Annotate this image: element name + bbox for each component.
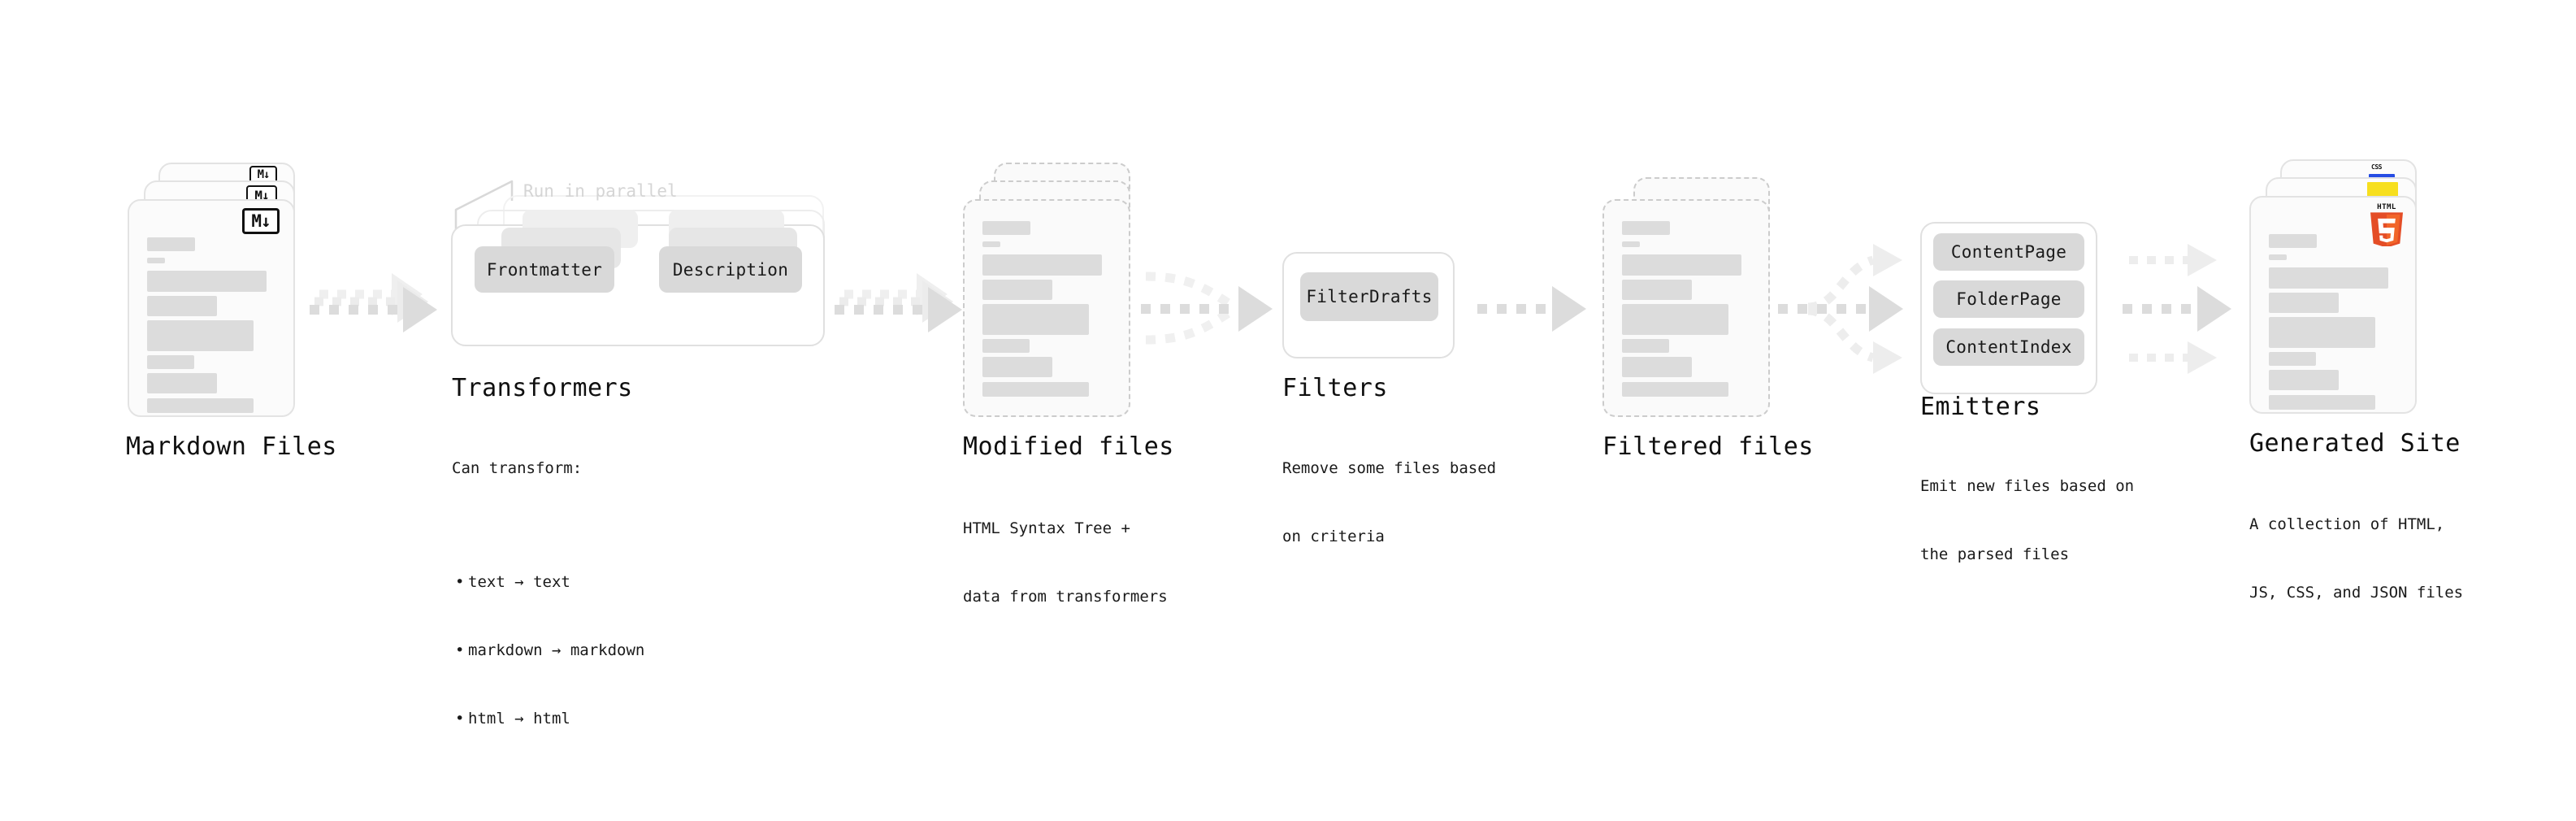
skeleton-line: [2269, 317, 2375, 348]
transformer-node-frontmatter[interactable]: Frontmatter: [475, 246, 614, 293]
run-in-parallel-annotation: Run in parallel: [523, 181, 678, 201]
skeleton-line: [1622, 241, 1640, 247]
skeleton-line: [147, 398, 254, 413]
skeleton-line: [982, 221, 1030, 235]
skeleton-line: [147, 373, 217, 393]
transformers-capability-item: html → html: [455, 707, 644, 730]
transformers-title: Transformers: [452, 374, 633, 402]
modified-files-subtitle-line: data from transformers: [963, 588, 1168, 606]
css-badge-label: CSS: [2371, 163, 2382, 171]
markdown-badge-back-2: M↓: [249, 166, 277, 184]
skeleton-line: [147, 296, 217, 316]
skeleton-line: [982, 304, 1089, 335]
emitters-subtitle-line: the parsed files: [1920, 545, 2070, 563]
skeleton-line: [1622, 280, 1692, 300]
transformers-capability-item: markdown → markdown: [455, 639, 644, 662]
skeleton-line: [1622, 304, 1728, 335]
skeleton-line: [2269, 352, 2316, 366]
skeleton-line: [147, 355, 194, 369]
emitters-title: Emitters: [1920, 393, 2041, 421]
markdown-files-title: Markdown Files: [126, 432, 337, 461]
generated-site-title: Generated Site: [2249, 429, 2461, 458]
skeleton-line: [982, 382, 1089, 397]
skeleton-line: [147, 271, 267, 292]
transformers-subtitle: Can transform: text → text markdown → ma…: [452, 411, 644, 821]
filtered-files-title: Filtered files: [1602, 432, 1814, 461]
skeleton-line: [982, 357, 1052, 377]
transformer-node-description[interactable]: Description: [659, 246, 802, 293]
emitter-node-folderpage[interactable]: FolderPage: [1933, 280, 2084, 318]
skeleton-line: [1622, 254, 1741, 276]
html5-icon: HTML: [2366, 202, 2407, 250]
arrow-emitters-to-site: [2123, 244, 2231, 374]
skeleton-line: [1622, 382, 1728, 397]
arrow-filtered-to-emitters: [1778, 244, 1903, 374]
transformers-capability-item: text → text: [455, 571, 644, 593]
arrow-transformers-to-modified: [835, 273, 962, 332]
transformers-can-transform-label: Can transform:: [452, 459, 583, 477]
modified-files-subtitle: HTML Syntax Tree + data from transformer…: [963, 471, 1168, 654]
skeleton-line: [982, 280, 1052, 300]
filters-subtitle: Remove some files based on criteria: [1282, 411, 1496, 593]
emitter-node-contentpage[interactable]: ContentPage: [1933, 233, 2084, 271]
skeleton-line: [2269, 395, 2375, 410]
arrow-filters-to-filtered: [1477, 286, 1586, 332]
filters-title: Filters: [1282, 374, 1388, 402]
generated-site-subtitle-line: JS, CSS, and JSON files: [2249, 584, 2464, 602]
skeleton-line: [982, 241, 1000, 247]
filters-subtitle-line: on criteria: [1282, 528, 1385, 545]
diagram-canvas: M↓ M↓ M↓ Markdown Files Frontmatter Desc…: [0, 0, 2576, 681]
markdown-badge: M↓: [242, 208, 280, 234]
generated-site-subtitle: A collection of HTML, JS, CSS, and JSON …: [2249, 467, 2463, 649]
skeleton-line: [147, 320, 254, 351]
filters-subtitle-line: Remove some files based: [1282, 459, 1497, 477]
arrow-modified-to-filters: [1141, 271, 1273, 345]
skeleton-line: [2269, 293, 2339, 313]
skeleton-line: [2269, 267, 2388, 289]
js-badge: [2367, 182, 2398, 200]
svg-text:HTML: HTML: [2377, 202, 2396, 211]
emitter-node-contentindex[interactable]: ContentIndex: [1933, 328, 2084, 366]
skeleton-line: [1622, 221, 1670, 235]
arrow-markdown-to-transformers: [310, 273, 437, 332]
modified-files-subtitle-line: HTML Syntax Tree +: [963, 519, 1130, 537]
skeleton-line: [2269, 254, 2287, 260]
skeleton-line: [147, 258, 165, 263]
html5-icon-svg: HTML: [2370, 202, 2403, 248]
skeleton-line: [147, 237, 195, 251]
skeleton-line: [982, 254, 1102, 276]
generated-site-subtitle-line: A collection of HTML,: [2249, 515, 2445, 533]
skeleton-line: [1622, 357, 1692, 377]
emitters-subtitle: Emit new files based on the parsed files: [1920, 429, 2134, 611]
skeleton-line: [2269, 370, 2339, 390]
skeleton-line: [1622, 339, 1669, 353]
emitters-subtitle-line: Emit new files based on: [1920, 477, 2135, 495]
filter-node-filterdrafts[interactable]: FilterDrafts: [1300, 272, 1438, 321]
skeleton-line: [2269, 234, 2317, 248]
modified-files-title: Modified files: [963, 432, 1174, 461]
skeleton-line: [982, 339, 1030, 353]
transformers-capability-list: text → text markdown → markdown html → h…: [452, 525, 644, 775]
css-badge: [2369, 174, 2395, 178]
